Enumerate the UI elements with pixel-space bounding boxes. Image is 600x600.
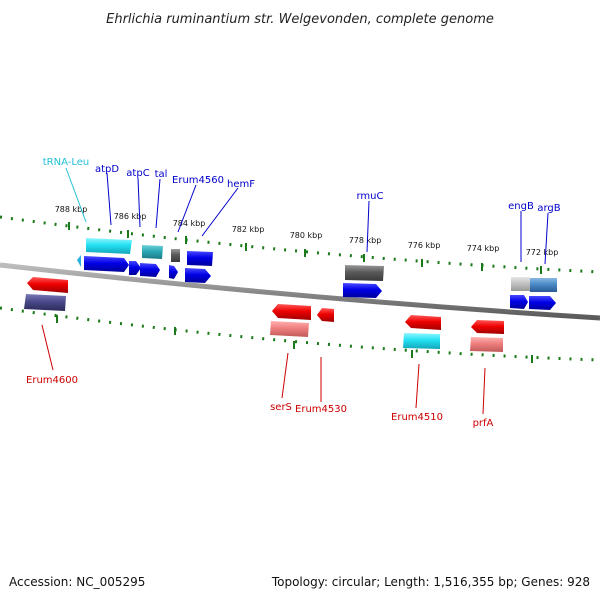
gene-feature — [270, 321, 309, 337]
gene-label-argb: argB — [537, 203, 560, 214]
scale-label: 776 kbp — [408, 241, 441, 250]
gene-feature — [84, 256, 129, 272]
gene-label-tal: tal — [155, 169, 168, 180]
gene-feature — [171, 249, 180, 262]
forward-features — [77, 238, 557, 310]
reverse-features — [24, 277, 504, 352]
gene-label-rmuc: rmuC — [357, 191, 384, 202]
gene-label-engb: engB — [508, 201, 534, 212]
scale-label: 778 kbp — [349, 236, 382, 245]
scale-labels: 788 kbp 786 kbp 784 kbp 782 kbp 780 kbp … — [55, 205, 559, 257]
inner-scale-ring — [0, 306, 600, 362]
scale-label: 786 kbp — [114, 212, 147, 221]
genome-backbone — [0, 262, 600, 321]
gene-label-hemf: hemF — [227, 179, 255, 190]
gene-feature — [511, 277, 530, 291]
reverse-label-lines — [41, 324, 486, 415]
gene-feature — [343, 283, 382, 298]
outer-scale-ring — [0, 215, 600, 274]
trna-feature — [77, 255, 81, 267]
gene-feature — [471, 320, 504, 334]
gene-label-sers: serS — [270, 402, 292, 413]
forward-gene-labels: tRNA-Leu atpD atpC tal Erum4560 hemF rmu… — [43, 157, 561, 214]
gene-label-trna-leu: tRNA-Leu — [43, 157, 89, 168]
gene-label-prfa: prfA — [473, 418, 494, 429]
gene-feature — [187, 251, 213, 266]
reverse-gene-labels: Erum4600 serS Erum4530 Erum4510 prfA — [26, 375, 494, 429]
outer-major-ticks — [68, 222, 542, 274]
scale-label: 774 kbp — [467, 244, 500, 253]
gene-feature — [185, 268, 211, 283]
map-title: Ehrlichia ruminantium str. Welgevonden, … — [106, 12, 494, 27]
gene-feature — [272, 304, 311, 320]
gene-feature — [510, 295, 528, 309]
gene-label-erum4530: Erum4530 — [295, 404, 347, 415]
gene-label-atpd: atpD — [95, 164, 119, 175]
gene-feature — [142, 245, 163, 259]
gene-feature — [529, 296, 556, 310]
scale-label: 780 kbp — [290, 231, 323, 240]
scale-label: 788 kbp — [55, 205, 88, 214]
accession-text: Accession: NC_005295 — [9, 575, 145, 589]
gene-feature — [24, 294, 66, 311]
gene-label-erum4560: Erum4560 — [172, 175, 224, 186]
gene-feature — [470, 337, 503, 352]
inner-major-ticks — [56, 315, 533, 363]
gene-feature — [530, 278, 557, 292]
gene-label-atpc: atpC — [126, 168, 149, 179]
gene-feature — [129, 261, 141, 275]
gene-feature — [317, 308, 334, 322]
gene-feature — [169, 265, 178, 279]
scale-label: 782 kbp — [232, 225, 265, 234]
gene-feature — [403, 333, 440, 349]
gene-feature — [86, 238, 132, 254]
genome-info-text: Topology: circular; Length: 1,516,355 bp… — [271, 575, 590, 589]
scale-label: 772 kbp — [526, 248, 559, 257]
gene-feature — [140, 263, 160, 277]
scale-label: 784 kbp — [173, 219, 206, 228]
gene-label-erum4600: Erum4600 — [26, 375, 78, 386]
gene-feature — [27, 277, 68, 293]
gene-feature — [405, 315, 441, 330]
forward-label-lines — [65, 167, 549, 265]
gene-label-erum4510: Erum4510 — [391, 412, 443, 423]
gene-feature — [345, 265, 384, 281]
